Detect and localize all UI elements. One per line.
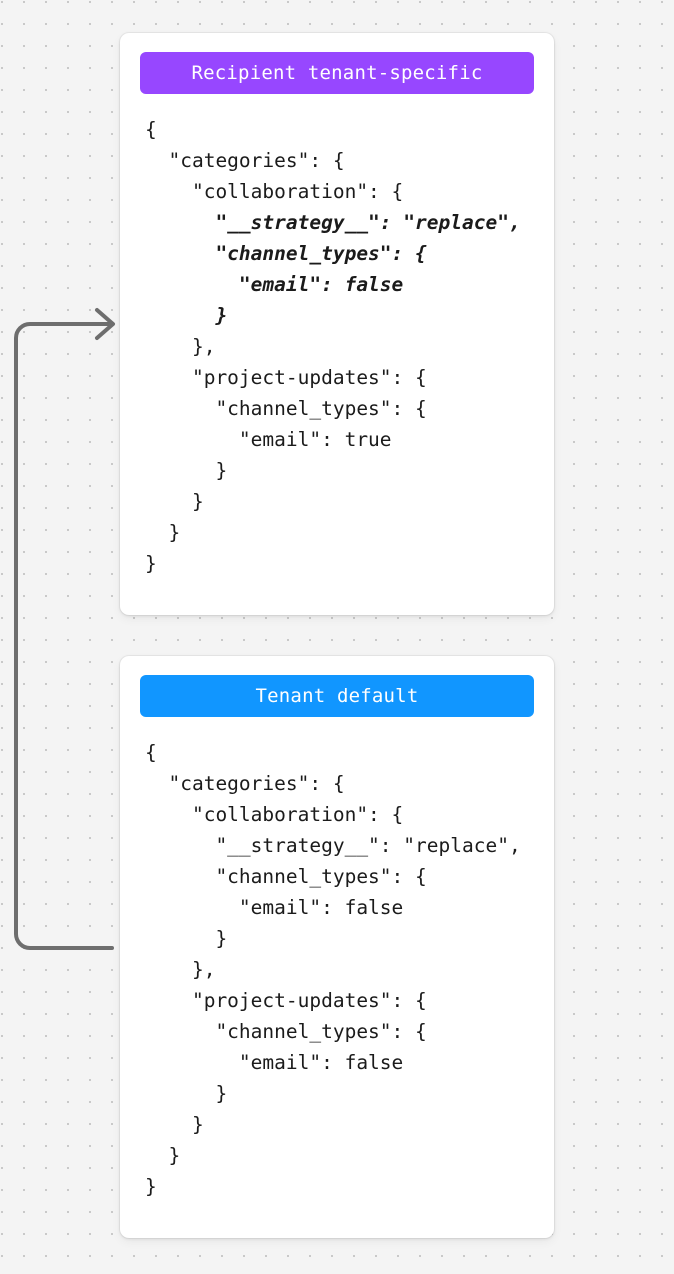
code-line: "email": false bbox=[145, 273, 404, 296]
code-line: } bbox=[145, 521, 181, 544]
code-line: "project-updates": { bbox=[145, 366, 427, 389]
badge-tenant-default: Tenant default bbox=[140, 675, 534, 717]
code-line: } bbox=[145, 552, 157, 575]
code-line: { bbox=[145, 741, 157, 764]
code-line: "channel_types": { bbox=[145, 865, 427, 888]
code-line: "email": false bbox=[145, 896, 404, 919]
code-line: "categories": { bbox=[145, 149, 345, 172]
code-line: } bbox=[145, 1175, 157, 1198]
code-line: { bbox=[145, 118, 157, 141]
code-block-tenant-default: { "categories": { "collaboration": { "__… bbox=[140, 737, 534, 1202]
code-line: "project-updates": { bbox=[145, 989, 427, 1012]
code-line: } bbox=[145, 1113, 204, 1136]
card-tenant-default: Tenant default { "categories": { "collab… bbox=[120, 656, 554, 1238]
code-line: "collaboration": { bbox=[145, 803, 404, 826]
code-line: } bbox=[145, 304, 228, 327]
code-block-recipient: { "categories": { "collaboration": { "__… bbox=[140, 114, 534, 579]
code-line: "__strategy__": "replace", bbox=[145, 211, 521, 234]
code-line: "__strategy__": "replace", bbox=[145, 834, 521, 857]
code-line: "channel_types": { bbox=[145, 397, 427, 420]
connector-arrowhead bbox=[95, 308, 115, 340]
code-line: "collaboration": { bbox=[145, 180, 404, 203]
code-line: } bbox=[145, 1144, 181, 1167]
code-line: "email": true bbox=[145, 428, 392, 451]
code-line: "channel_types": { bbox=[145, 242, 427, 265]
code-line: } bbox=[145, 459, 228, 482]
code-line: }, bbox=[145, 958, 216, 981]
code-line: "categories": { bbox=[145, 772, 345, 795]
code-line: } bbox=[145, 490, 204, 513]
code-line: } bbox=[145, 1082, 228, 1105]
code-line: } bbox=[145, 927, 228, 950]
connector-arrow-path bbox=[14, 322, 114, 950]
card-recipient-tenant-specific: Recipient tenant-specific { "categories"… bbox=[120, 33, 554, 615]
code-line: "channel_types": { bbox=[145, 1020, 427, 1043]
code-line: }, bbox=[145, 335, 216, 358]
code-line: "email": false bbox=[145, 1051, 404, 1074]
badge-recipient-tenant-specific: Recipient tenant-specific bbox=[140, 52, 534, 94]
